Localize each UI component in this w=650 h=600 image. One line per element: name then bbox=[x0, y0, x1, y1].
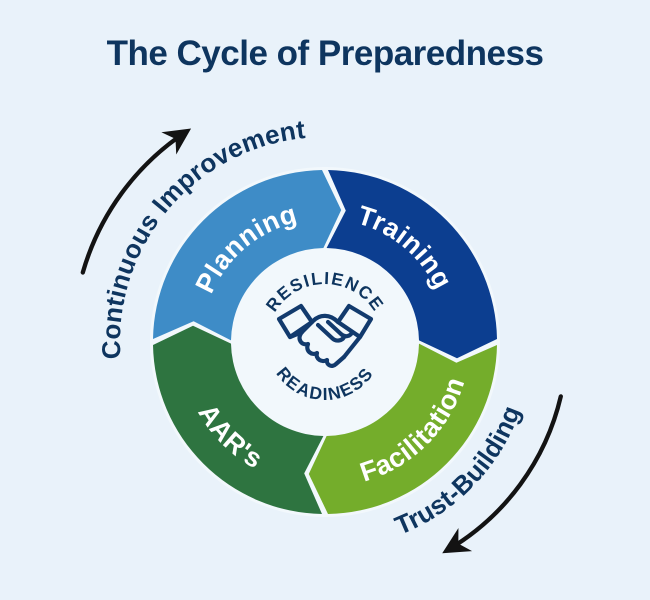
page-title: The Cycle of Preparedness bbox=[106, 34, 544, 73]
handshake-icon bbox=[276, 303, 374, 368]
segment-planning bbox=[153, 170, 342, 341]
segment-aars bbox=[153, 325, 324, 514]
segment-training bbox=[326, 170, 497, 359]
segment-facilitation bbox=[308, 343, 497, 514]
arrow-bottom-right bbox=[442, 394, 563, 554]
arrow-top-left bbox=[80, 128, 192, 275]
